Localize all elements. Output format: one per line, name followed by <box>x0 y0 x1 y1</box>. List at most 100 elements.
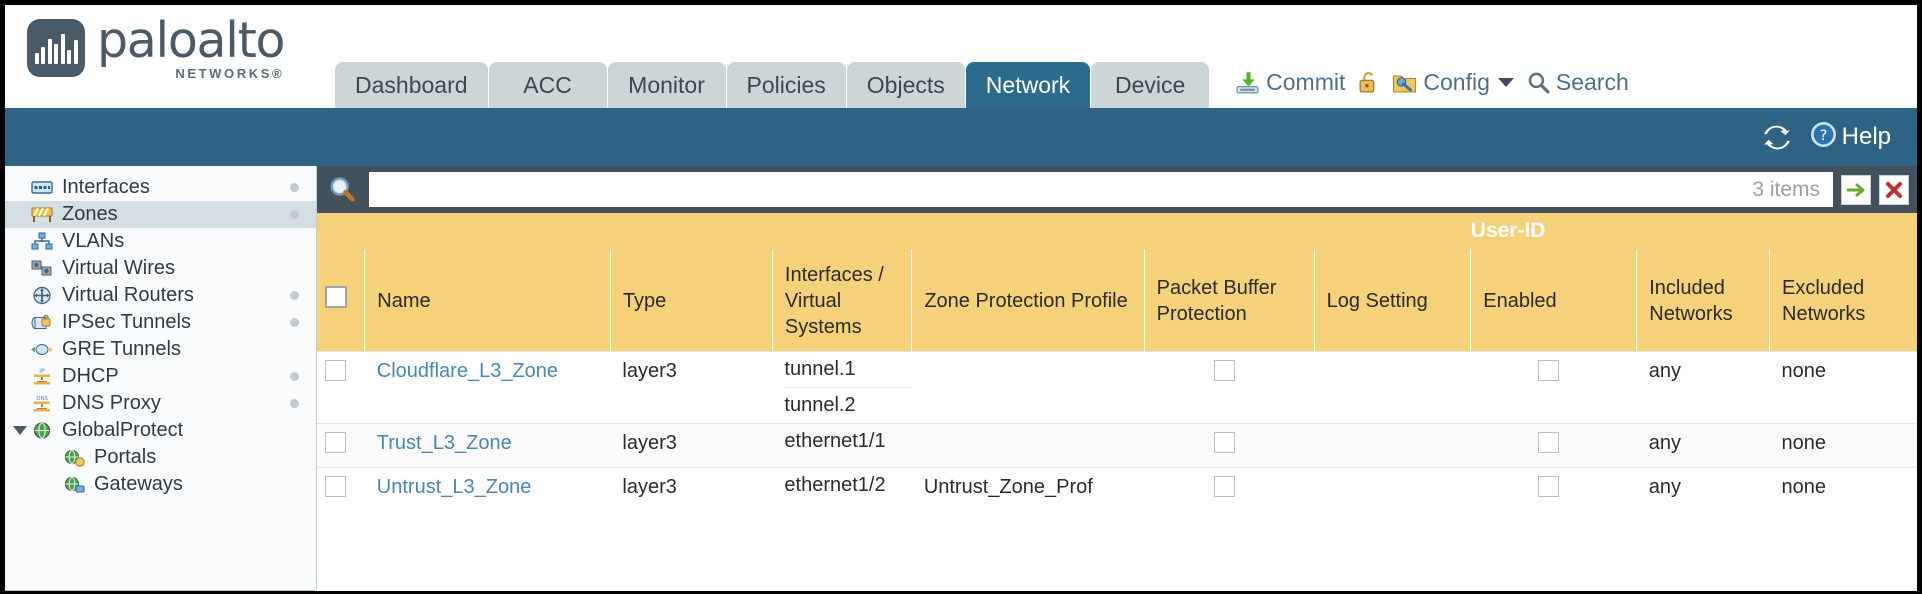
cell-excluded-networks: none <box>1769 350 1917 423</box>
tab-monitor[interactable]: Monitor <box>607 62 726 108</box>
sidebar-item-portals[interactable]: Portals <box>5 444 316 471</box>
column-header-enabled[interactable]: Enabled <box>1470 249 1637 351</box>
sidebar-item-ipsec-tunnels[interactable]: IPSec Tunnels <box>5 309 316 336</box>
globalprotect-icon <box>31 421 53 440</box>
brand-name: paloalto <box>97 12 285 69</box>
clear-filter-button[interactable] <box>1879 174 1909 205</box>
content-area: 3 items <box>317 166 1917 591</box>
cell-included-networks: any <box>1636 466 1770 511</box>
row-select-cell <box>317 350 365 423</box>
vlans-icon <box>31 232 53 251</box>
search-button[interactable]: Search <box>1527 69 1629 96</box>
cell-packet-buffer-protection <box>1144 466 1315 511</box>
row-checkbox[interactable] <box>325 359 347 381</box>
dns-proxy-icon: DNS <box>31 394 53 413</box>
sidebar-item-virtual-wires[interactable]: Virtual Wires <box>5 255 316 282</box>
commit-button[interactable]: Commit <box>1235 69 1345 96</box>
cell-log-setting <box>1314 422 1471 467</box>
cell-type: layer3 <box>610 350 773 423</box>
gateways-icon <box>63 475 85 494</box>
zone-name-link[interactable]: Trust_L3_Zone <box>376 431 512 454</box>
virtual-routers-icon <box>31 286 53 305</box>
sidebar-item-globalprotect[interactable]: GlobalProtect <box>5 417 316 444</box>
config-menu-button[interactable]: Config <box>1392 69 1514 96</box>
column-header-included-networks[interactable]: Included Networks <box>1636 249 1770 351</box>
interface-entry: tunnel.1 <box>784 352 912 388</box>
help-button[interactable]: ? Help <box>1810 121 1891 153</box>
enabled-checkbox[interactable] <box>1538 475 1560 497</box>
tab-objects[interactable]: Objects <box>846 62 965 108</box>
search-input[interactable]: 3 items <box>369 172 1833 207</box>
sidebar-item-label: Interfaces <box>62 176 150 198</box>
packet-buffer-protection-checkbox[interactable] <box>1213 359 1235 381</box>
column-header-packet-buffer-protection[interactable]: Packet Buffer Protection <box>1143 249 1315 351</box>
portals-icon <box>63 448 85 467</box>
tab-policies[interactable]: Policies <box>726 62 846 108</box>
sidebar-item-interfaces[interactable]: Interfaces <box>5 174 316 201</box>
zone-name-link[interactable]: Untrust_L3_Zone <box>376 475 532 498</box>
table-search-bar: 3 items <box>317 166 1917 213</box>
cell-included-networks: any <box>1636 422 1770 467</box>
sidebar-item-dns-proxy[interactable]: DNS DNS Proxy <box>5 390 316 417</box>
sidebar-item-gateways[interactable]: Gateways <box>5 471 316 498</box>
column-header-name[interactable]: Name <box>364 249 611 351</box>
interface-entry: tunnel.2 <box>784 393 856 416</box>
sidebar-item-vlans[interactable]: VLANs <box>5 228 316 255</box>
cell-log-setting <box>1314 466 1471 511</box>
packet-buffer-protection-checkbox[interactable] <box>1213 475 1235 497</box>
sidebar-item-gre-tunnels[interactable]: GRE Tunnels <box>5 336 316 363</box>
column-header-excluded-networks[interactable]: Excluded Networks <box>1769 249 1917 351</box>
tab-device[interactable]: Device <box>1091 62 1210 108</box>
config-lock-button[interactable] <box>1358 70 1379 95</box>
top-actions: Commit <box>1235 69 1629 108</box>
cell-excluded-networks: none <box>1769 422 1917 467</box>
cell-interfaces: ethernet1/1 <box>772 422 912 467</box>
column-header-log-setting[interactable]: Log Setting <box>1313 249 1471 351</box>
apply-filter-button[interactable] <box>1841 174 1871 205</box>
table-row[interactable]: Cloudflare_L3_Zone layer3 tunnel.1 tunnel.2… <box>317 350 1917 423</box>
select-all-checkbox[interactable] <box>324 286 347 309</box>
column-header-zone-protection-profile[interactable]: Zone Protection Profile <box>911 249 1145 351</box>
zone-name-link[interactable]: Cloudflare_L3_Zone <box>376 359 559 382</box>
paloalto-logo-icon <box>27 19 85 77</box>
gre-tunnels-icon <box>31 340 53 359</box>
column-header-interfaces-virtual-systems[interactable]: Interfaces / Virtual Systems <box>771 249 912 351</box>
refresh-icon[interactable] <box>1762 124 1792 151</box>
padlock-icon <box>1358 70 1379 95</box>
sidebar-item-label: IPSec Tunnels <box>62 311 191 333</box>
tab-acc[interactable]: ACC <box>488 62 607 108</box>
filter-search-icon[interactable] <box>327 175 357 205</box>
cell-type: layer3 <box>610 466 773 511</box>
packet-buffer-protection-checkbox[interactable] <box>1213 431 1235 453</box>
column-header-type[interactable]: Type <box>609 249 773 351</box>
section-banner: ? Help <box>5 108 1917 166</box>
sidebar-item-label: DHCP <box>62 365 119 387</box>
sidebar-item-label: Gateways <box>94 473 183 495</box>
table-body: Cloudflare_L3_Zone layer3 tunnel.1 tunnel.2… <box>317 350 1917 511</box>
items-count: 3 items <box>1752 177 1820 201</box>
tab-network[interactable]: Network <box>965 62 1091 108</box>
sidebar-item-indicator <box>290 210 299 219</box>
sidebar-item-indicator <box>290 372 299 381</box>
svg-text:?: ? <box>1819 128 1827 144</box>
row-checkbox[interactable] <box>325 431 347 453</box>
row-checkbox[interactable] <box>325 475 347 497</box>
sidebar-item-label: Virtual Routers <box>62 284 194 306</box>
enabled-checkbox[interactable] <box>1538 431 1560 453</box>
tab-dashboard[interactable]: Dashboard <box>335 62 488 108</box>
cell-type: layer3 <box>610 422 773 467</box>
expander-triangle-icon[interactable] <box>13 426 27 435</box>
cell-interfaces: tunnel.1 tunnel.2 <box>772 350 912 423</box>
sidebar-item-zones[interactable]: Zones <box>5 201 316 228</box>
commit-icon <box>1235 70 1260 95</box>
chevron-down-icon[interactable] <box>1497 78 1514 87</box>
enabled-checkbox[interactable] <box>1538 359 1560 381</box>
sidebar-item-label: DNS Proxy <box>62 392 161 414</box>
sidebar-item-virtual-routers[interactable]: Virtual Routers <box>5 282 316 309</box>
